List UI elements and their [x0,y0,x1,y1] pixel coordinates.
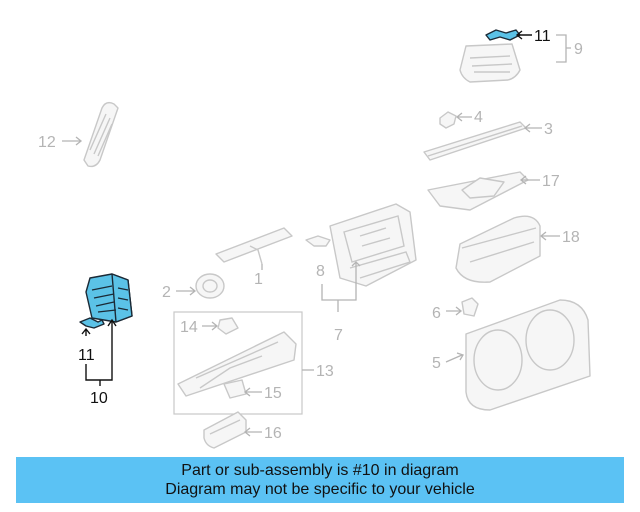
callout-9: 9 [574,41,583,58]
callout-2: 2 [162,284,171,301]
part-2-round-switch[interactable] [195,273,225,299]
callout-13: 13 [316,363,334,380]
callout-12: 12 [38,134,56,151]
part-17-trim-panel[interactable] [427,171,529,211]
callout-18: 18 [562,229,580,246]
center-bezel[interactable] [329,203,417,287]
callout-10: 10 [90,390,108,407]
banner-line-1: Part or sub-assembly is #10 in diagram [181,462,459,479]
part-14-clip[interactable] [217,317,239,335]
part-16-tray[interactable] [203,411,247,449]
callout-3: 3 [544,121,553,138]
part-12-side-vent[interactable] [83,101,119,168]
callout-4: 4 [474,109,483,126]
part-5-instrument-cluster[interactable] [465,299,591,411]
part-1-trim-bar[interactable] [215,227,293,265]
part-18-display-module[interactable] [455,215,541,283]
callout-16: 16 [264,425,282,442]
callout-1: 1 [254,271,263,288]
part-3-trim-strip[interactable] [423,121,527,161]
callout-17: 17 [542,173,560,190]
callout-15: 15 [264,385,282,402]
callout-8: 8 [316,263,325,280]
callout-7: 7 [334,327,343,344]
callout-14: 14 [180,319,198,336]
part-15-clip[interactable] [223,379,247,399]
part-11-clip-left[interactable] [79,317,105,329]
part-9-center-vent[interactable] [459,43,521,83]
banner-line-2: Diagram may not be specific to your vehi… [165,481,475,498]
part-6-clip[interactable] [461,297,479,317]
callout-11-left: 11 [78,347,95,364]
callout-5: 5 [432,355,441,372]
info-banner: Part or sub-assembly is #10 in diagram D… [16,457,624,503]
part-8-clip[interactable] [305,235,331,247]
part-4-clip[interactable] [439,111,457,129]
callout-6: 6 [432,305,441,322]
part-13-lower-panel[interactable] [177,331,297,397]
part-11-clip-top[interactable] [485,29,521,41]
part-10-air-vent-housing[interactable] [85,273,133,323]
callout-11-top: 11 [534,28,551,45]
